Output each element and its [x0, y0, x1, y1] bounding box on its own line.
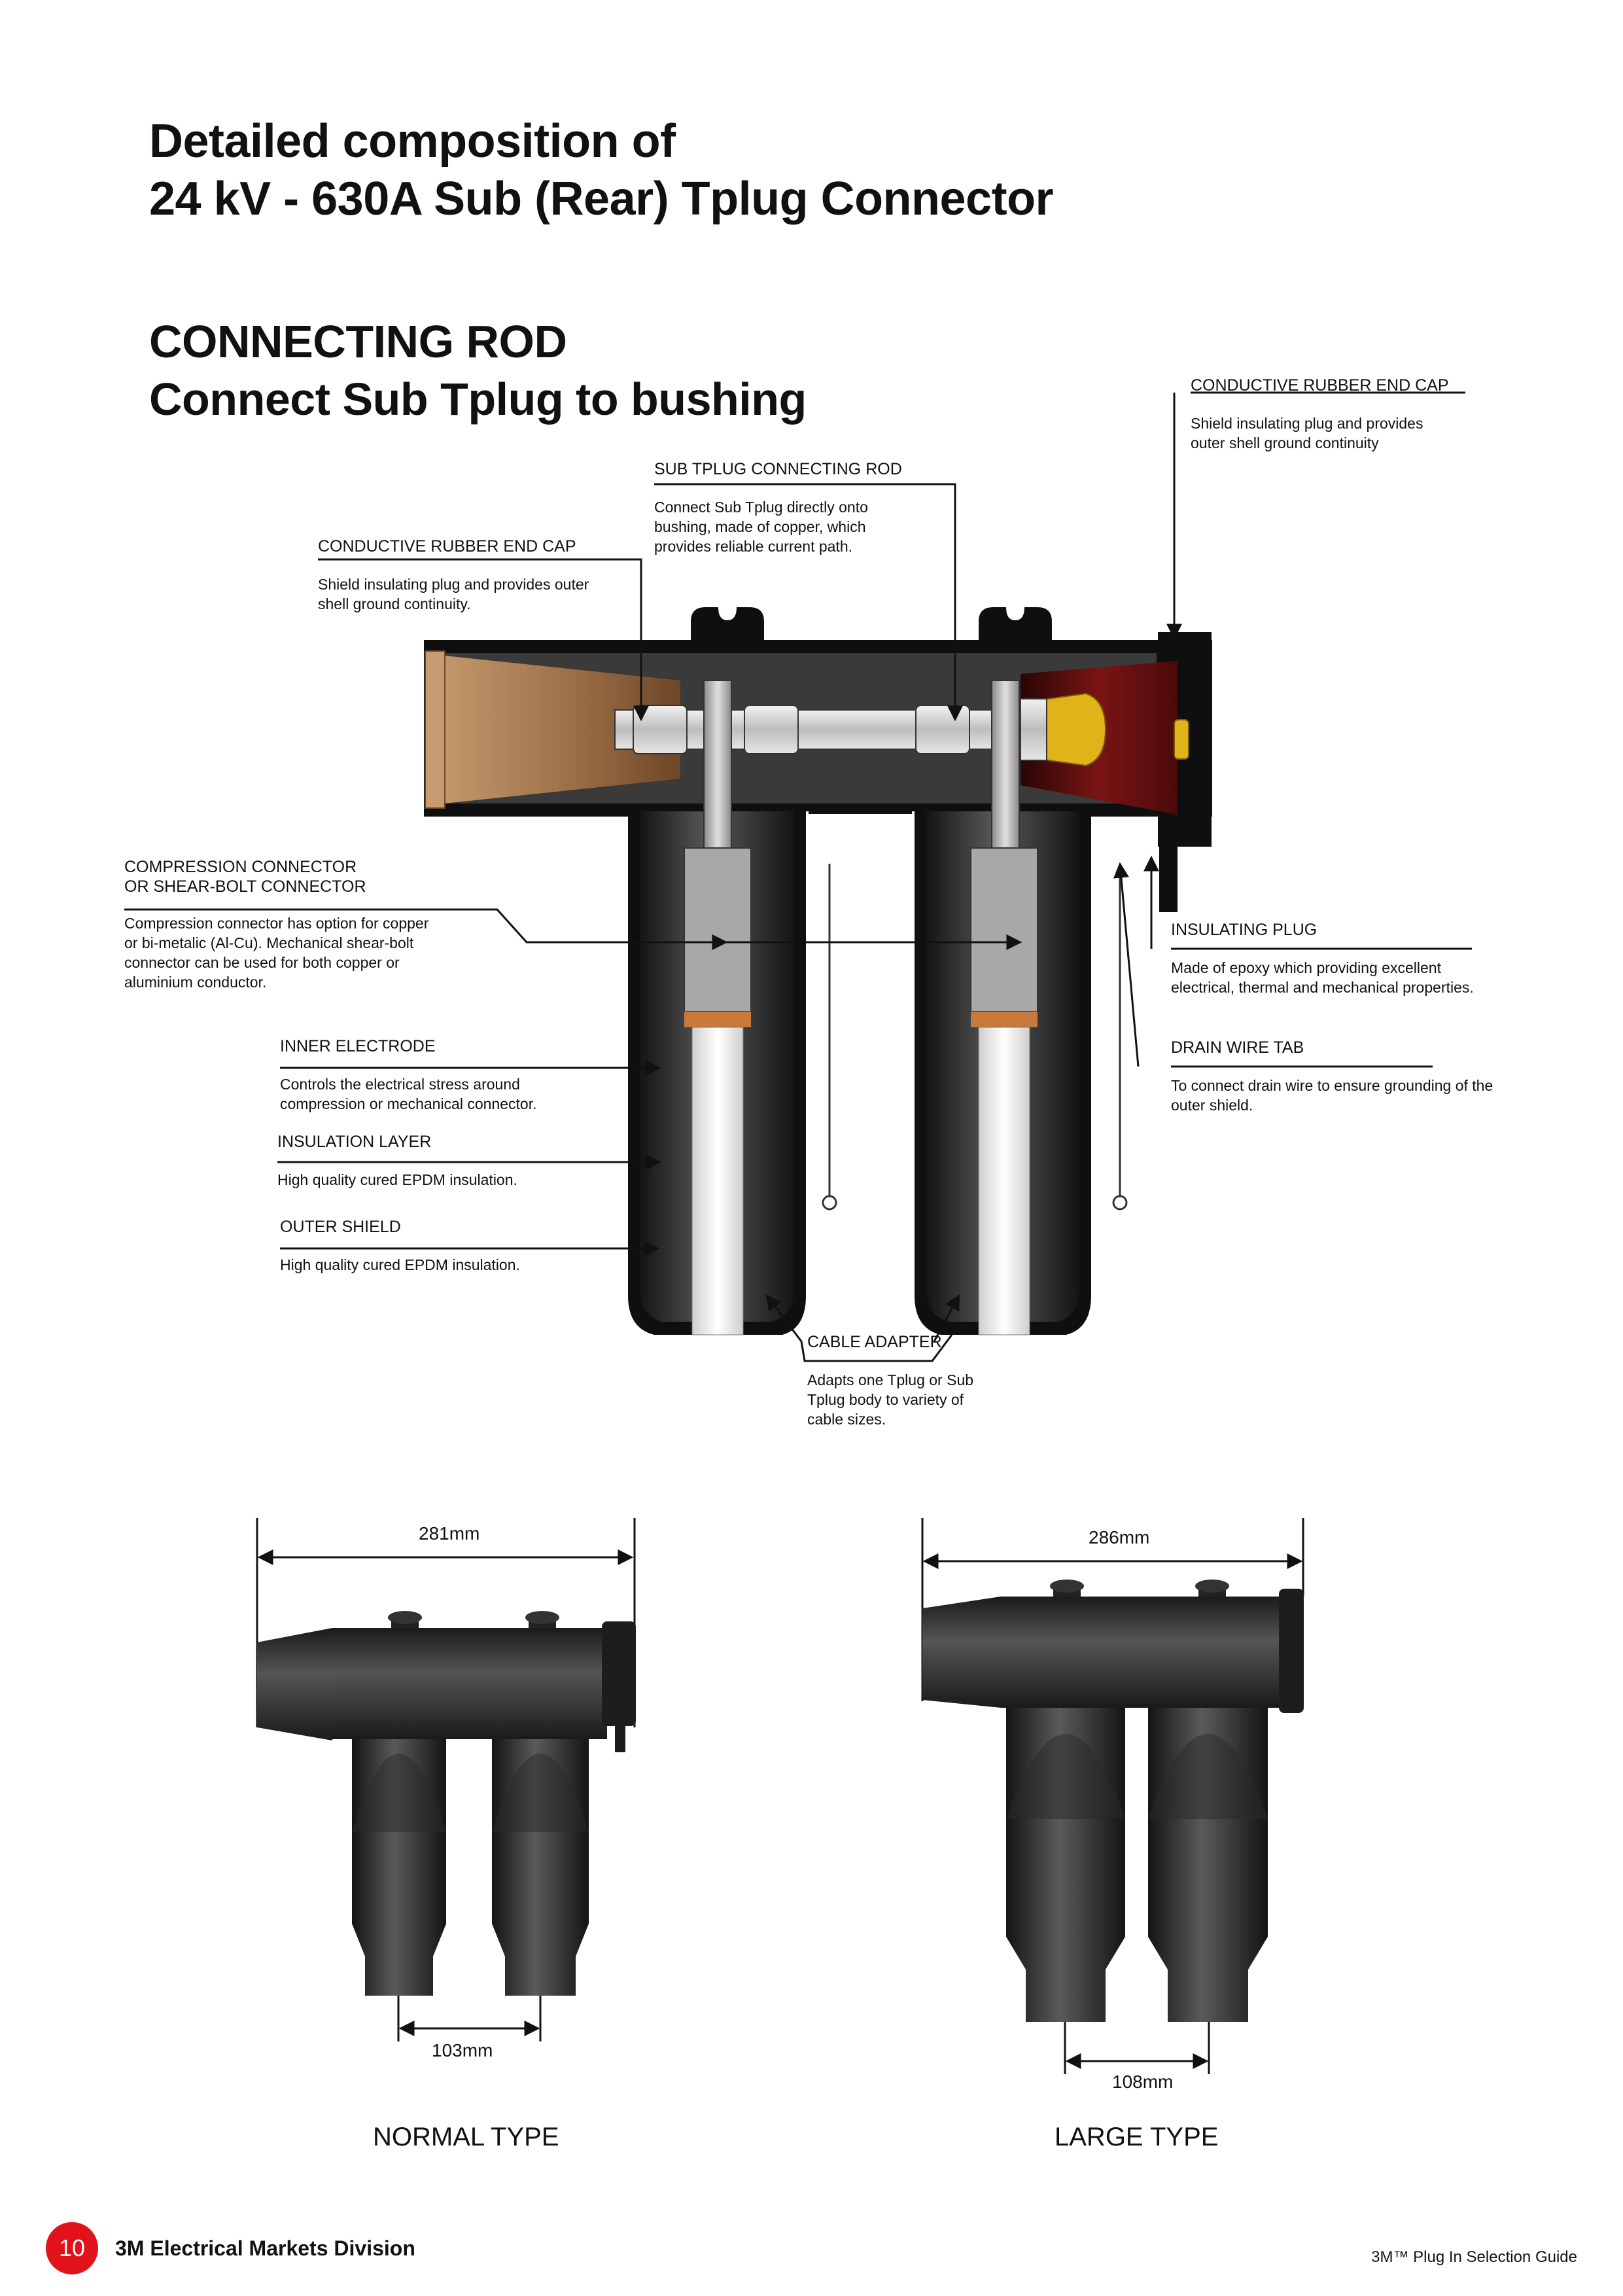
callout-title: DRAIN WIRE TAB [1171, 1038, 1304, 1057]
section-title: CONNECTING ROD [149, 316, 567, 367]
callout-text: connector can be used for both copper or [124, 954, 400, 971]
callout-inner-electrode: INNER ELECTRODE Controls the electrical … [280, 1036, 536, 1114]
footer-guide-title: 3M™ Plug In Selection Guide [1371, 2248, 1577, 2266]
callout-text: To connect drain wire to ensure groundin… [1171, 1077, 1493, 1094]
callout-text: provides reliable current path. [654, 538, 852, 555]
callout-insulation-layer: INSULATION LAYER High quality cured EPDM… [277, 1132, 517, 1190]
callout-text: Tplug body to variety of [807, 1391, 964, 1408]
cable-left [691, 1027, 744, 1335]
callout-text: High quality cured EPDM insulation. [280, 1256, 520, 1273]
callout-text: electrical, thermal and mechanical prope… [1171, 979, 1474, 996]
title-line-2: 24 kV - 630A Sub (Rear) Tplug Connector [149, 173, 1054, 225]
callout-text: outer shield. [1171, 1097, 1253, 1114]
page-title: Detailed composition of 24 kV - 630A Sub… [149, 113, 1054, 228]
normal-type-label: NORMAL TYPE [373, 2123, 559, 2151]
callout-text: Made of epoxy which providing excellent [1171, 959, 1441, 976]
callout-cable-adapter: CABLE ADAPTER Adapts one Tplug or Sub Tp… [807, 1332, 973, 1429]
callout-text: Shield insulating plug and provides [1191, 415, 1423, 432]
callout-title: SUB TPLUG CONNECTING ROD [654, 460, 902, 478]
callout-insulating-plug: INSULATING PLUG Made of epoxy which prov… [1171, 920, 1474, 997]
large-type-label: LARGE TYPE [1055, 2123, 1219, 2151]
large-width-label: 286mm [1089, 1527, 1150, 1547]
callout-text: aluminium conductor. [124, 974, 267, 991]
callout-title: INSULATING PLUG [1171, 921, 1318, 939]
cable-right [978, 1027, 1030, 1335]
section-heading: CONNECTING ROD Connect Sub Tplug to bush… [149, 313, 807, 428]
section-subtitle: Connect Sub Tplug to bushing [149, 374, 807, 425]
callout-title: CONDUCTIVE RUBBER END CAP [318, 537, 576, 556]
normal-spacing-label: 103mm [432, 2040, 493, 2060]
callout-compression-connector: COMPRESSION CONNECTOR OR SHEAR-BOLT CONN… [124, 857, 428, 992]
callout-text: outer shell ground continuity [1191, 434, 1379, 451]
callout-text: bushing, made of copper, which [654, 518, 866, 535]
large-spacing-label: 108mm [1112, 2072, 1174, 2092]
compression-connectors [684, 847, 1038, 1027]
callout-title: OUTER SHIELD [280, 1218, 401, 1236]
callout-text: or bi-metalic (Al-Cu). Mechanical shear-… [124, 934, 414, 951]
callout-text: cable sizes. [807, 1411, 886, 1428]
callout-text: Connect Sub Tplug directly onto [654, 499, 868, 516]
callout-text: Adapts one Tplug or Sub [807, 1371, 974, 1388]
drain-wires [822, 864, 1128, 1210]
footer-division: 3M Electrical Markets Division [115, 2236, 415, 2260]
callout-text: shell ground continuity. [318, 595, 471, 612]
callout-connecting-rod: SUB TPLUG CONNECTING ROD Connect Sub Tpl… [654, 459, 902, 556]
callout-drain-wire-tab: DRAIN WIRE TAB To connect drain wire to … [1171, 1038, 1493, 1115]
callout-text: Shield insulating plug and provides oute… [318, 576, 589, 593]
leader-lines [124, 391, 1472, 1362]
bushing-cone [432, 654, 680, 805]
callout-text: High quality cured EPDM insulation. [277, 1171, 517, 1188]
vertical-rod-left [703, 680, 732, 851]
gold-nut [1038, 692, 1107, 767]
callout-title: CABLE ADAPTER [807, 1333, 942, 1351]
normal-width-label: 281mm [419, 1523, 480, 1544]
callout-title: CONDUCTIVE RUBBER END CAP [1191, 376, 1449, 395]
callout-title: INNER ELECTRODE [280, 1037, 436, 1055]
callout-outer-shield: OUTER SHIELD High quality cured EPDM ins… [280, 1217, 520, 1275]
large-type-diagram [921, 1518, 1304, 2074]
title-line-1: Detailed composition of [149, 115, 676, 168]
callout-text: Controls the electrical stress around [280, 1076, 520, 1093]
callout-title: INSULATION LAYER [277, 1133, 432, 1151]
vertical-rod-right [991, 680, 1020, 851]
normal-type-diagram [256, 1518, 636, 2041]
callout-text: Compression connector has option for cop… [124, 915, 429, 932]
page-number-badge: 10 [46, 2222, 98, 2274]
callout-title: OR SHEAR-BOLT CONNECTOR [124, 877, 366, 896]
callout-end-cap-left: CONDUCTIVE RUBBER END CAP Shield insulat… [318, 537, 589, 614]
callout-title: COMPRESSION CONNECTOR [124, 858, 357, 876]
callout-end-cap-right: CONDUCTIVE RUBBER END CAP Shield insulat… [1191, 376, 1449, 453]
callout-text: compression or mechanical connector. [280, 1095, 537, 1112]
